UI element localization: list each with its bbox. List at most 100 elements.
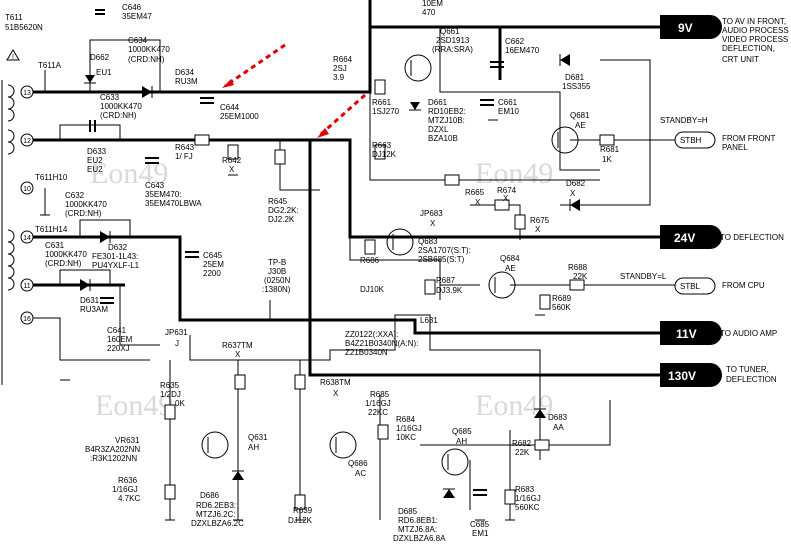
svg-text:MTZJ6.2C:: MTZJ6.2C:	[196, 510, 236, 519]
pin-13: 13	[20, 85, 34, 99]
svg-text:(CRD:NH): (CRD:NH)	[45, 259, 82, 268]
svg-text:2SJ: 2SJ	[333, 64, 347, 73]
svg-text:DZXLBZA6.2C: DZXLBZA6.2C	[191, 519, 244, 528]
r684-label: R684	[396, 415, 416, 424]
svg-text:35EM470LBWA: 35EM470LBWA	[145, 199, 202, 208]
svg-text:DJ12K: DJ12K	[372, 150, 397, 159]
r685-label: R685	[370, 390, 390, 399]
svg-text:24V: 24V	[674, 231, 695, 245]
r689-label: R689	[552, 294, 572, 303]
svg-text:1000KK470: 1000KK470	[100, 102, 142, 111]
r643-label: R643	[175, 143, 195, 152]
t611b-label: T611H10	[35, 173, 68, 182]
svg-text:AA: AA	[553, 423, 564, 432]
svg-text:RD6.8EB1:: RD6.8EB1:	[398, 516, 438, 525]
r639-label: R639	[293, 506, 313, 515]
svg-text:560K: 560K	[552, 303, 571, 312]
zz0122-label: ZZ0122(:XXA):	[345, 330, 398, 339]
r681-label: R681	[600, 145, 620, 154]
svg-text:B4Z21B0340N(A:N):: B4Z21B0340N(A:N):	[345, 339, 418, 348]
svg-text:DJ10K: DJ10K	[360, 285, 385, 294]
jp631-label: JP631	[165, 328, 188, 337]
svg-text:EU1: EU1	[96, 68, 112, 77]
r661-label: R661	[372, 98, 392, 107]
output-130v-desc-1: TO TUNER,	[726, 365, 769, 374]
svg-text:AE: AE	[505, 264, 516, 273]
svg-text:X: X	[570, 189, 576, 198]
ground-symbols	[40, 119, 545, 521]
d682-label: D682	[566, 179, 586, 188]
svg-text:(RRA:SRA): (RRA:SRA)	[432, 45, 473, 54]
svg-text:1/ FJ: 1/ FJ	[175, 152, 193, 161]
svg-text:AE: AE	[575, 121, 586, 130]
svg-text:AH: AH	[456, 437, 467, 446]
c646-label: C646	[122, 3, 142, 12]
svg-text:RD6.2EB3:: RD6.2EB3:	[196, 501, 236, 510]
svg-text:X: X	[430, 219, 436, 228]
transistor-q685	[441, 448, 469, 476]
svg-text:22K: 22K	[515, 448, 530, 457]
svg-text:!: !	[12, 54, 14, 61]
c632-label: C632	[65, 191, 85, 200]
svg-text:J30B: J30B	[268, 267, 286, 276]
svg-text:EM10: EM10	[498, 107, 519, 116]
diode-d681	[559, 54, 570, 66]
svg-text:0K: 0K	[175, 399, 185, 408]
svg-text:X: X	[235, 350, 241, 359]
diode-d632	[100, 231, 111, 243]
transistor-q686	[329, 431, 357, 459]
svg-text:2SA1707(S:T):: 2SA1707(S:T):	[418, 246, 471, 255]
svg-text:2SB685(S:T): 2SB685(S:T)	[418, 255, 465, 264]
svg-text:10: 10	[23, 186, 31, 193]
output-9v-desc-5: CRT UNIT	[722, 55, 759, 64]
output-9v-desc-2: AUDIO PROCESS	[722, 26, 789, 35]
svg-text::1380N): :1380N)	[262, 285, 291, 294]
q661-label: Q661	[440, 27, 460, 36]
t611-label: T611	[5, 13, 23, 22]
svg-text:RU3AM: RU3AM	[80, 305, 108, 314]
svg-text:RU3M: RU3M	[175, 77, 198, 86]
input-stbh-desc-2: PANEL	[722, 143, 748, 152]
r675-label: R675	[530, 216, 550, 225]
svg-text:16: 16	[23, 316, 31, 323]
svg-text:MTZJ10B:: MTZJ10B:	[428, 116, 465, 125]
transistor-q684	[488, 271, 516, 299]
svg-text:10KC: 10KC	[396, 433, 416, 442]
svg-text:X: X	[229, 165, 235, 174]
d634-label: D634	[175, 68, 195, 77]
svg-text:9V: 9V	[678, 21, 693, 35]
svg-text:25EM1000: 25EM1000	[220, 112, 259, 121]
svg-text:MTZJ6.8A:: MTZJ6.8A:	[398, 525, 437, 534]
r683-label: R683	[515, 485, 535, 494]
svg-text:B4R3ZA202NN: B4R3ZA202NN	[85, 445, 140, 454]
svg-text:STBH: STBH	[680, 136, 702, 145]
d685-label: D685	[398, 507, 418, 516]
svg-text:J: J	[175, 339, 179, 348]
svg-text:14: 14	[23, 235, 31, 242]
r637-label: R637TM	[222, 341, 253, 350]
d633-label: D633	[87, 147, 107, 156]
vr631-label: VR631	[115, 436, 140, 445]
svg-text:130V: 130V	[668, 369, 696, 383]
pin-11: 11	[20, 278, 34, 292]
watermark: Eon49	[475, 157, 553, 190]
output-130v-desc-2: DEFLECTION	[726, 375, 777, 384]
standby-h-label: STANDBY=H	[660, 116, 708, 125]
svg-text:(CRD:NH): (CRD:NH)	[65, 209, 102, 218]
svg-text:PU4YXLF-L1: PU4YXLF-L1	[92, 261, 140, 270]
svg-text:DZXLBZA6.8A: DZXLBZA6.8A	[393, 534, 446, 543]
svg-text:FE301-1L43:: FE301-1L43:	[92, 252, 138, 261]
svg-text:25EM: 25EM	[203, 260, 224, 269]
r642-label: R642	[222, 156, 242, 165]
output-24v-desc: TO DEFLECTION	[720, 233, 784, 242]
svg-text:4.7KC: 4.7KC	[118, 494, 140, 503]
svg-text:560KC: 560KC	[515, 503, 540, 512]
r645-label: R645	[268, 197, 288, 206]
svg-text:X: X	[535, 225, 541, 234]
t611c-label: T611H14	[35, 225, 68, 234]
d631-label: D631	[80, 296, 100, 305]
svg-text:1/16GJ: 1/16GJ	[515, 494, 541, 503]
t611-part: 51B5620N	[5, 23, 43, 32]
l631-label: L631	[420, 316, 438, 325]
